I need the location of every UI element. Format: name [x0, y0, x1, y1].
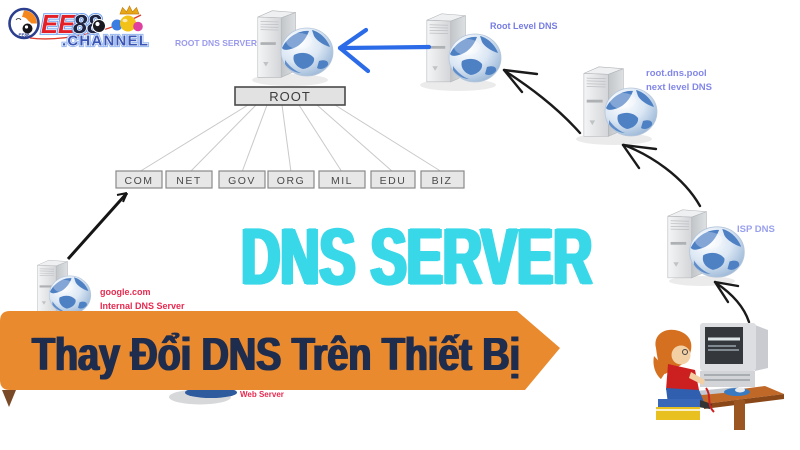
svg-text:EE: EE — [41, 11, 76, 39]
svg-text:ROOT DNS SERVER: ROOT DNS SERVER — [175, 38, 257, 48]
svg-text:Internal DNS Server: Internal DNS Server — [100, 301, 185, 311]
svg-text:GOV: GOV — [228, 175, 256, 187]
svg-text:EE: EE — [41, 11, 76, 39]
svg-text:EDU: EDU — [380, 175, 407, 187]
svg-text:google.com: google.com — [100, 287, 151, 297]
svg-text:Root Level DNS: Root Level DNS — [490, 21, 558, 31]
svg-text:DNS SERVER: DNS SERVER — [243, 213, 594, 302]
svg-text:MIL: MIL — [331, 175, 353, 187]
svg-text:EE88: EE88 — [18, 33, 30, 38]
svg-text:ROOT: ROOT — [269, 89, 311, 104]
svg-text:Web Server: Web Server — [240, 390, 284, 399]
svg-text:root.dns.pool: root.dns.pool — [646, 68, 707, 79]
svg-text:Thay Đổi DNS Trên Thiết Bị: Thay Đổi DNS Trên Thiết Bị — [31, 328, 519, 379]
svg-text:.CHANNEL: .CHANNEL — [62, 33, 149, 50]
svg-text:ORG: ORG — [277, 175, 305, 187]
svg-text:next level DNS: next level DNS — [646, 82, 712, 93]
svg-text:DNS SERVER: DNS SERVER — [241, 213, 592, 302]
svg-text:NET: NET — [176, 175, 202, 187]
svg-text:ISP DNS: ISP DNS — [737, 224, 775, 235]
svg-text:DNS SERVER: DNS SERVER — [239, 213, 590, 302]
svg-text:.CHANNEL: .CHANNEL — [62, 33, 149, 50]
svg-text:COM: COM — [125, 175, 154, 187]
svg-text:Thay Đổi DNS Trên Thiết Bị: Thay Đổi DNS Trên Thiết Bị — [33, 328, 521, 379]
svg-text:BIZ: BIZ — [432, 175, 453, 187]
